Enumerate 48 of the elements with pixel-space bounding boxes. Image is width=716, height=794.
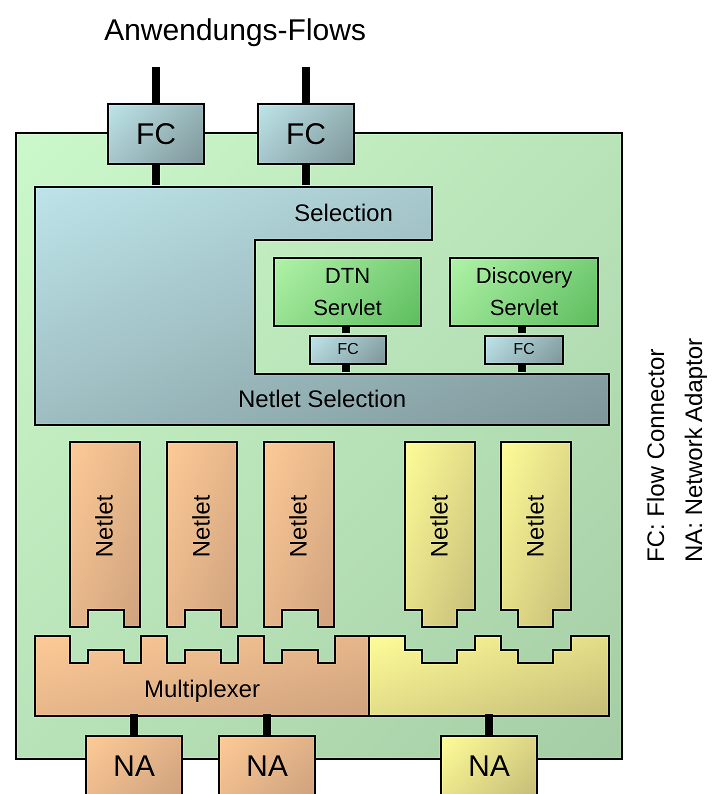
connector-box [484, 335, 564, 365]
box-label: FC [136, 116, 176, 152]
box-label: DTN Servlet [312, 262, 383, 322]
connector-line [130, 714, 138, 735]
connector-line [302, 165, 310, 185]
netlet-card [501, 442, 571, 627]
connector-line [152, 165, 160, 185]
adaptor-box [440, 735, 538, 794]
servlet-box [273, 257, 422, 327]
selection-panel [35, 187, 609, 425]
block-label: Multiplexer [144, 674, 260, 704]
adaptor-box [218, 735, 316, 794]
netlet-card [405, 442, 475, 627]
multiplexer-block [35, 636, 369, 716]
connector-line [342, 363, 350, 372]
connector-line [263, 714, 271, 735]
diagram-title: Anwendungs-Flows [104, 14, 366, 47]
box-label: NA [468, 748, 510, 784]
connector-line [518, 363, 526, 372]
connector-box [107, 103, 205, 165]
connector-line [518, 325, 526, 333]
panel-title: Selection [294, 198, 393, 228]
connector-line [485, 714, 493, 735]
connector-line [152, 67, 160, 103]
box-label: FC [286, 116, 326, 152]
adaptor-box [85, 735, 183, 794]
connector-box [309, 335, 387, 365]
box-label: NA [113, 748, 155, 784]
connector-box [257, 103, 355, 165]
connector-line [302, 67, 310, 103]
box-label: FC [513, 340, 535, 360]
box-label: Discovery Servlet [474, 262, 574, 322]
multiplexer-block [369, 636, 609, 716]
netlet-label: Netlet [284, 494, 313, 558]
netlet-label: Netlet [187, 494, 216, 558]
netlet-label: Netlet [521, 494, 550, 558]
servlet-box [449, 257, 599, 327]
legend-note: NA: Network Adaptor [680, 338, 709, 562]
netlet-card [167, 442, 237, 627]
netlet-label: Netlet [425, 494, 454, 558]
box-label: FC [337, 340, 359, 360]
netlet-card [70, 442, 140, 627]
netlet-card [264, 442, 334, 627]
panel-title: Netlet Selection [238, 384, 406, 414]
legend-note: FC: Flow Connector [642, 348, 671, 562]
netlet-label: Netlet [90, 494, 119, 558]
connector-line [342, 325, 350, 333]
box-label: NA [246, 748, 288, 784]
